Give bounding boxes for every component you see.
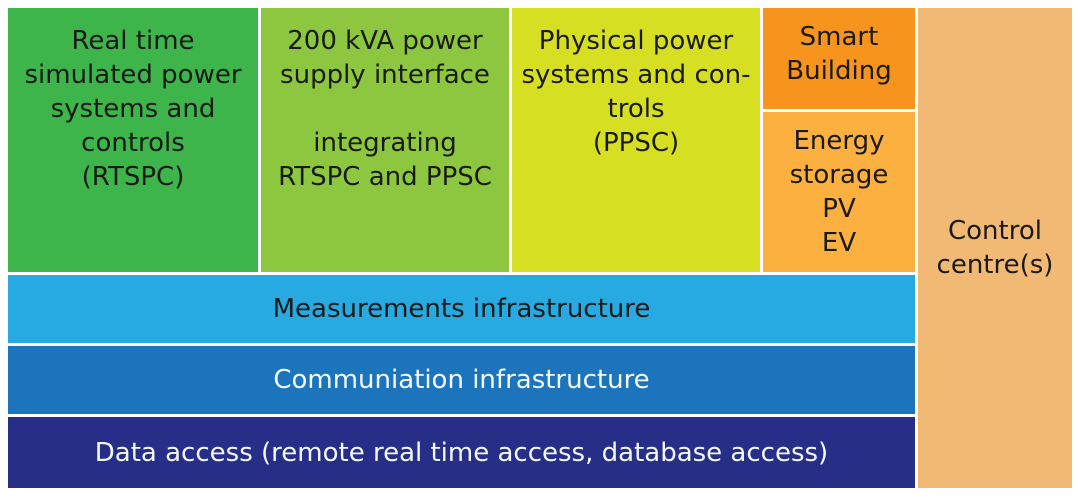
ppsc-label: Physical power systems and con- trols (P… bbox=[521, 26, 751, 158]
control-centre-label: Control centre(s) bbox=[936, 216, 1054, 280]
communication-infrastructure-label: Communiation infrastructure bbox=[273, 365, 650, 395]
power-supply-interface-block: 200 kVA power supply interface integrati… bbox=[261, 8, 509, 272]
data-access-block: Data access (remote real time access, da… bbox=[8, 417, 915, 488]
energy-storage-block: Energy storage PV EV bbox=[763, 112, 915, 272]
smart-building-block: Smart Building bbox=[763, 8, 915, 109]
rtspc-label: Real time simulated power systems and co… bbox=[24, 26, 242, 192]
measurements-infrastructure-block: Measurements infrastructure bbox=[8, 275, 915, 343]
communication-infrastructure-block: Communiation infrastructure bbox=[8, 346, 915, 414]
measurements-infrastructure-label: Measurements infrastructure bbox=[272, 294, 651, 324]
ppsc-block: Physical power systems and con- trols (P… bbox=[512, 8, 760, 272]
control-centre-block: Control centre(s) bbox=[918, 8, 1072, 488]
energy-storage-label: Energy storage PV EV bbox=[789, 126, 889, 258]
power-supply-interface-label: 200 kVA power supply interface integrati… bbox=[278, 26, 492, 192]
smart-building-label: Smart Building bbox=[786, 22, 892, 86]
data-access-label: Data access (remote real time access, da… bbox=[94, 437, 829, 468]
rtspc-block: Real time simulated power systems and co… bbox=[8, 8, 258, 272]
